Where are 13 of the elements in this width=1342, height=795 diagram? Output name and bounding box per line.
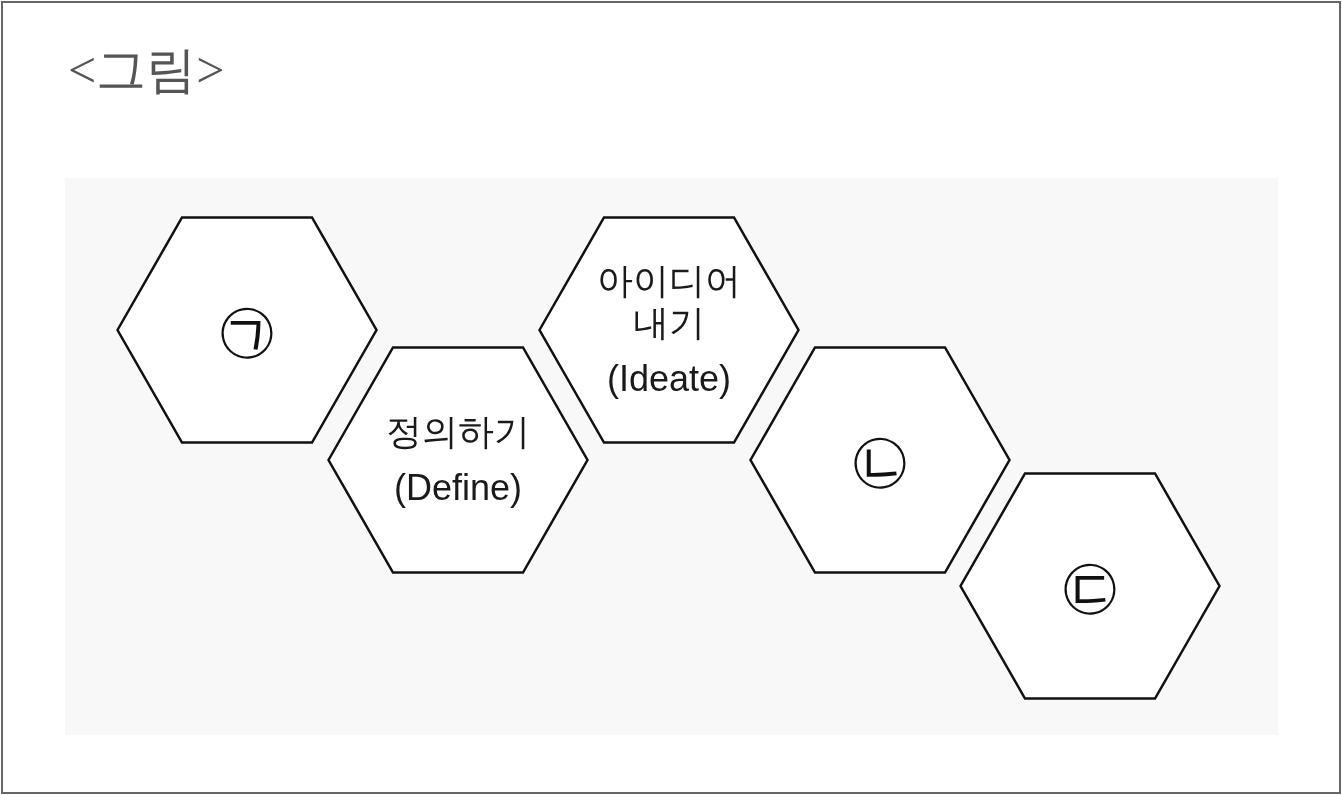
hexagon-label: 정의하기: [386, 411, 530, 453]
circled-letter: ㉠: [218, 299, 276, 361]
figure-title: <그림>: [68, 41, 225, 100]
hexagon-label: 아이디어 내기: [596, 260, 742, 344]
hexagon: [959, 472, 1221, 700]
circled-letter: ㉡: [851, 429, 909, 491]
hexagon: [538, 216, 800, 444]
circled-letter: ㉢: [1061, 555, 1119, 617]
hexagon: [327, 346, 589, 574]
hexagon: [749, 346, 1011, 574]
hexagon-label: (Ideate): [606, 358, 732, 400]
hexagon-label: (Define): [393, 467, 522, 509]
hexagon: [116, 216, 378, 444]
